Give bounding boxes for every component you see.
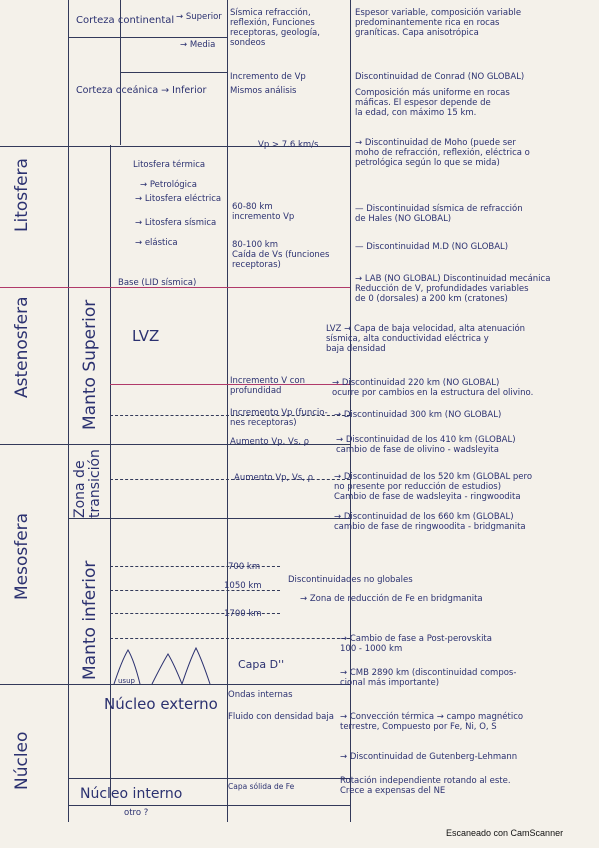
litosfera-electrica: → Litosfera eléctrica bbox=[135, 194, 222, 204]
label-manto-superior: Manto Superior bbox=[80, 299, 100, 430]
desc-md: — Discontinuidad M.D (NO GLOBAL) bbox=[355, 242, 509, 252]
prop-1050km: 1050 km bbox=[224, 581, 262, 591]
line-lab bbox=[0, 287, 350, 288]
elastica-label: → elástica bbox=[135, 238, 178, 248]
line-520 bbox=[110, 479, 350, 480]
label-nucleo: Núcleo bbox=[12, 731, 32, 790]
line-cmb bbox=[0, 684, 350, 685]
prop-60-80: 60-80 km incremento Vp bbox=[232, 202, 295, 222]
lvz-label: LVZ bbox=[132, 327, 160, 345]
prop-ondas-internas: Ondas internas bbox=[228, 690, 293, 700]
line-crust-top bbox=[68, 37, 228, 38]
line-220 bbox=[110, 384, 350, 385]
desc-lvz: LVZ → Capa de baja velocidad, alta atenu… bbox=[326, 324, 526, 354]
nucleo-interno-label: Núcleo interno bbox=[80, 786, 183, 802]
label-litosfera: Litosfera bbox=[12, 158, 32, 232]
line-1700 bbox=[110, 613, 280, 614]
litosfera-sismica: → Litosfera sísmica bbox=[135, 218, 217, 228]
plume-sketch bbox=[113, 646, 211, 685]
desc-no-globales: Discontinuidades no globales bbox=[288, 575, 413, 585]
desc-lab: → LAB (NO GLOBAL) Discontinuidad mecánic… bbox=[355, 274, 551, 304]
desc-410: → Discontinuidad de los 410 km (GLOBAL) … bbox=[336, 435, 516, 455]
desc-postperovskita: → Cambio de fase a Post-perovskita 100 -… bbox=[340, 634, 492, 654]
line-700 bbox=[110, 566, 280, 567]
prop-vp-receptor: Incremento Vp (funcio- nes receptoras) bbox=[230, 408, 328, 428]
prop-aumento-520: Aumento Vp, Vs, ρ bbox=[234, 473, 313, 483]
litosfera-termica: Litosfera térmica bbox=[133, 160, 206, 170]
nucleo-externo-label: Núcleo externo bbox=[104, 695, 218, 713]
desc-hales: — Discontinuidad sísmica de refracción d… bbox=[355, 204, 523, 224]
capa-d-label: Capa D'' bbox=[238, 658, 285, 671]
label-zona-transicion: Zona de transición bbox=[72, 449, 103, 518]
media-label: → Media bbox=[180, 40, 216, 50]
label-astenosfera: Astenosfera bbox=[12, 296, 32, 399]
desc-conrad: Discontinuidad de Conrad (NO GLOBAL) bbox=[355, 72, 525, 82]
desc-520: → Discontinuidad de los 520 km (GLOBAL p… bbox=[334, 472, 533, 502]
prop-crust-methods: Sísmica refracción, reflexión, Funciones… bbox=[230, 8, 320, 48]
desc-660: → Discontinuidad de los 660 km (GLOBAL) … bbox=[334, 512, 526, 532]
desc-crust-continental: Espesor variable, composición variable p… bbox=[355, 8, 522, 38]
column-line-1 bbox=[68, 0, 69, 822]
desc-cmb: → CMB 2890 km (discontinuidad compos- ci… bbox=[340, 668, 517, 688]
desc-convection: → Convección térmica → campo magnético t… bbox=[340, 712, 524, 732]
line-postperov bbox=[110, 638, 350, 639]
desc-fe-reduction: → Zona de reducción de Fe en bridgmanita bbox=[300, 594, 483, 604]
line-300 bbox=[110, 415, 350, 416]
prop-vp-7-6: Vp > 7.6 km/s bbox=[258, 140, 319, 150]
line-410 bbox=[0, 444, 350, 445]
line-bottom bbox=[68, 805, 350, 806]
column-line-mid bbox=[110, 145, 111, 805]
column-line-2 bbox=[227, 0, 228, 822]
desc-rotation: Rotación independiente rotando al este. … bbox=[340, 776, 511, 796]
line-660 bbox=[68, 518, 350, 519]
prop-v-depth: Incremento V con profundidad bbox=[230, 376, 306, 396]
prop-same-analysis: Mismos análisis bbox=[230, 86, 297, 96]
prop-80-100: 80-100 km Caída de Vs (funciones recepto… bbox=[232, 240, 330, 270]
prop-aumento-410: Aumento Vp, Vs, ρ bbox=[230, 437, 309, 447]
line-1050 bbox=[110, 590, 280, 591]
line-moho bbox=[0, 146, 350, 147]
desc-220: → Discontinuidad 220 km (NO GLOBAL) ocur… bbox=[332, 378, 534, 398]
prop-1700km: 1700 km bbox=[224, 609, 262, 619]
column-line-3 bbox=[350, 0, 351, 822]
desc-crust-oceanic: Composición más uniforme en rocas máfica… bbox=[355, 88, 510, 118]
petrologica-label: → Petrológica bbox=[140, 180, 197, 190]
base-lid: Base (LID sísmica) bbox=[118, 278, 197, 288]
label-mesosfera: Mesosfera bbox=[12, 512, 32, 600]
desc-300: → Discontinuidad 300 km (NO GLOBAL) bbox=[334, 410, 502, 420]
label-manto-inferior: Manto inferior bbox=[80, 560, 100, 680]
corteza-oceanica: Corteza oceánica → Inferior bbox=[76, 85, 207, 96]
desc-moho: → Discontinuidad de Moho (puede ser moho… bbox=[355, 138, 530, 168]
usup-label: usup bbox=[118, 677, 135, 685]
otro-label: otro ? bbox=[124, 808, 149, 818]
superior-label: → Superior bbox=[176, 12, 222, 22]
line-gutenberg bbox=[68, 778, 350, 779]
desc-gutenberg: → Discontinuidad de Gutenberg-Lehmann bbox=[340, 752, 518, 762]
prop-capa-solida: Capa sólida de Fe bbox=[228, 782, 295, 791]
line-conrad bbox=[120, 72, 228, 73]
scanner-footer: Escaneado con CamScanner bbox=[446, 828, 564, 838]
prop-fluido: Fluido con densidad baja bbox=[228, 712, 334, 722]
corteza-continental: Corteza continental bbox=[76, 15, 175, 26]
prop-vp-increment: Incremento de Vp bbox=[230, 72, 306, 82]
prop-700km: 700 km bbox=[228, 562, 261, 572]
